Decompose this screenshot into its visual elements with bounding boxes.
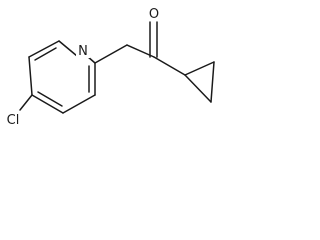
bond-ring-carbonyl [94,44,128,64]
nitrogen-label-bg [76,42,90,58]
bond-c4-cl [19,94,33,111]
bond-c2-c3-double [34,47,57,61]
bond-n-c2 [58,40,78,57]
oxygen-label-bg [147,5,161,21]
bond-c3-c4 [28,56,33,96]
structure-diagram: O N Cl [1,5,215,128]
bond-c2-c3 [28,40,60,58]
chlorine-label-bg [1,111,25,128]
nitrogen-atom-label: N [78,44,88,59]
bond-c4-c5-double [37,91,63,107]
bond-co-cyclopropyl [153,56,186,76]
bond-cyclopropyl-a [184,61,215,76]
bond-c4-c5 [31,94,64,114]
oxygen-atom-label: O [149,7,159,22]
bond-c5-c6 [62,94,96,114]
bond-cyclopropyl-c [184,74,212,103]
bond-cyclopropyl-b [210,61,215,103]
chlorine-atom-label: Cl [7,113,20,128]
